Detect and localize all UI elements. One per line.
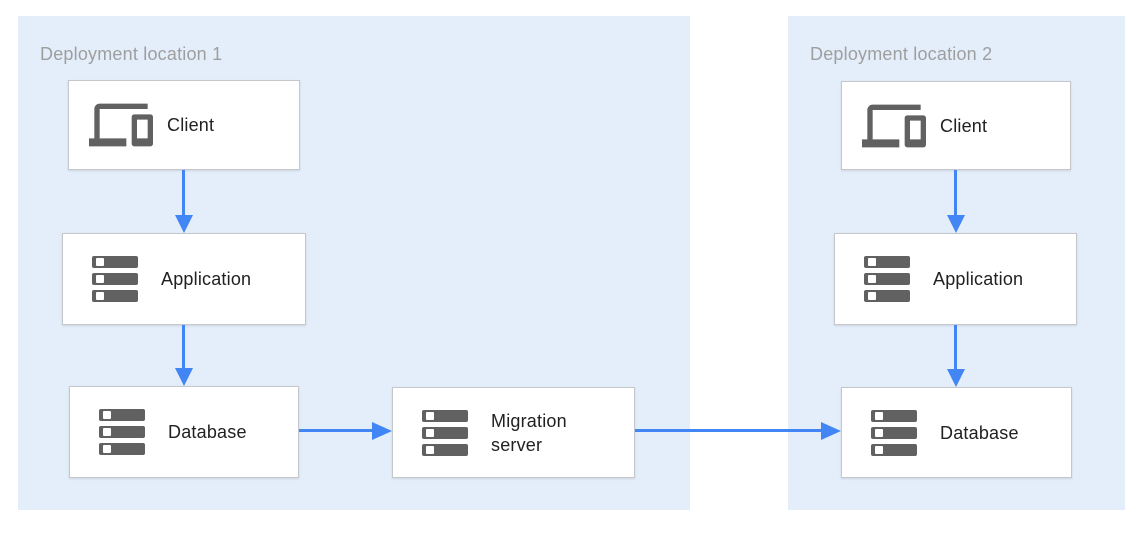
node-migration-server: Migration server (392, 387, 635, 478)
node-label: Database (168, 422, 247, 442)
node-client-2: Client (841, 81, 1071, 170)
server-stack-icon (413, 409, 477, 456)
node-client-1: Client (68, 80, 300, 170)
server-stack-icon (855, 256, 919, 302)
node-label: Application (933, 269, 1024, 289)
arrow-application2-to-database2 (954, 325, 957, 369)
server-stack-icon (862, 409, 926, 456)
arrow-application1-to-database1 (182, 325, 185, 368)
node-database-2: Database (841, 387, 1072, 478)
arrow-client2-to-application2 (954, 170, 957, 215)
arrow-migration-server-to-database2 (635, 429, 821, 432)
node-application-1: Application (62, 233, 306, 325)
node-database-1: Database (69, 386, 299, 478)
node-label: Database (940, 422, 1019, 443)
devices-icon (89, 93, 153, 157)
arrow-client1-to-application1 (182, 170, 185, 215)
node-label: Client (940, 115, 988, 136)
server-stack-icon (90, 409, 154, 455)
node-label: Migration server (491, 410, 567, 455)
arrow-database1-to-migration-server (299, 429, 372, 432)
node-label: Application (161, 269, 252, 289)
server-stack-icon (83, 256, 147, 302)
region-1-title: Deployment location 1 (40, 44, 223, 64)
node-application-2: Application (834, 233, 1077, 325)
devices-icon (862, 94, 926, 158)
region-2-title: Deployment location 2 (810, 44, 993, 64)
node-label: Client (167, 115, 215, 135)
